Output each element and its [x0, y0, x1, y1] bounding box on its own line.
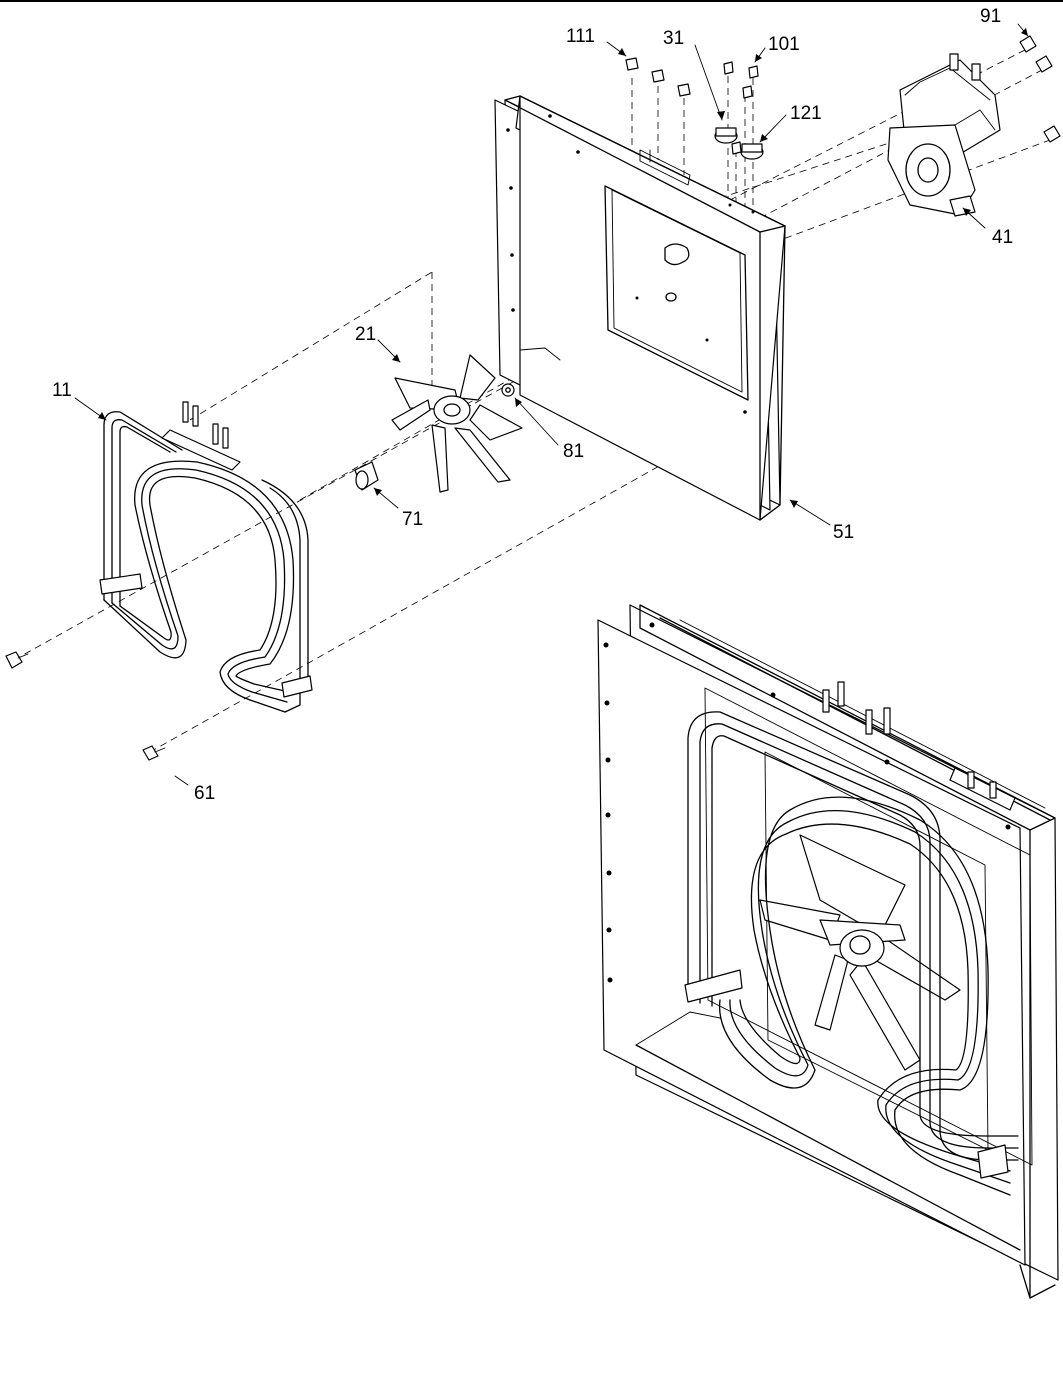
- hub-nut-71: [354, 461, 379, 491]
- callout-41: 41: [992, 227, 1013, 248]
- leader-lines: [74, 23, 1029, 786]
- washer-81: [501, 383, 515, 397]
- callout-11: 11: [52, 380, 72, 401]
- screw-left: [5, 651, 29, 669]
- callout-101: 101: [768, 34, 800, 55]
- screw-61: [142, 745, 166, 761]
- screws-111: [625, 57, 691, 97]
- fan-blade-21: [391, 354, 523, 493]
- callout-21: 21: [355, 324, 376, 345]
- back-panel-51: [494, 95, 786, 521]
- fan-motor-41: [887, 53, 1001, 217]
- callout-121: 121: [790, 103, 822, 124]
- callout-51: 51: [833, 522, 854, 543]
- callout-31: 31: [663, 28, 684, 49]
- callout-111: 111: [566, 26, 595, 47]
- thermostat-31: [714, 127, 738, 144]
- thermostat-121: [740, 143, 764, 160]
- callout-61: 61: [194, 783, 215, 804]
- screws-101: [723, 61, 759, 155]
- callout-81: 81: [563, 441, 584, 462]
- callout-71: 71: [402, 509, 423, 530]
- assembled-unit: [597, 604, 1059, 1299]
- screws-91: [1019, 35, 1061, 143]
- callout-91: 91: [980, 6, 1001, 27]
- heating-element-11: [99, 401, 313, 713]
